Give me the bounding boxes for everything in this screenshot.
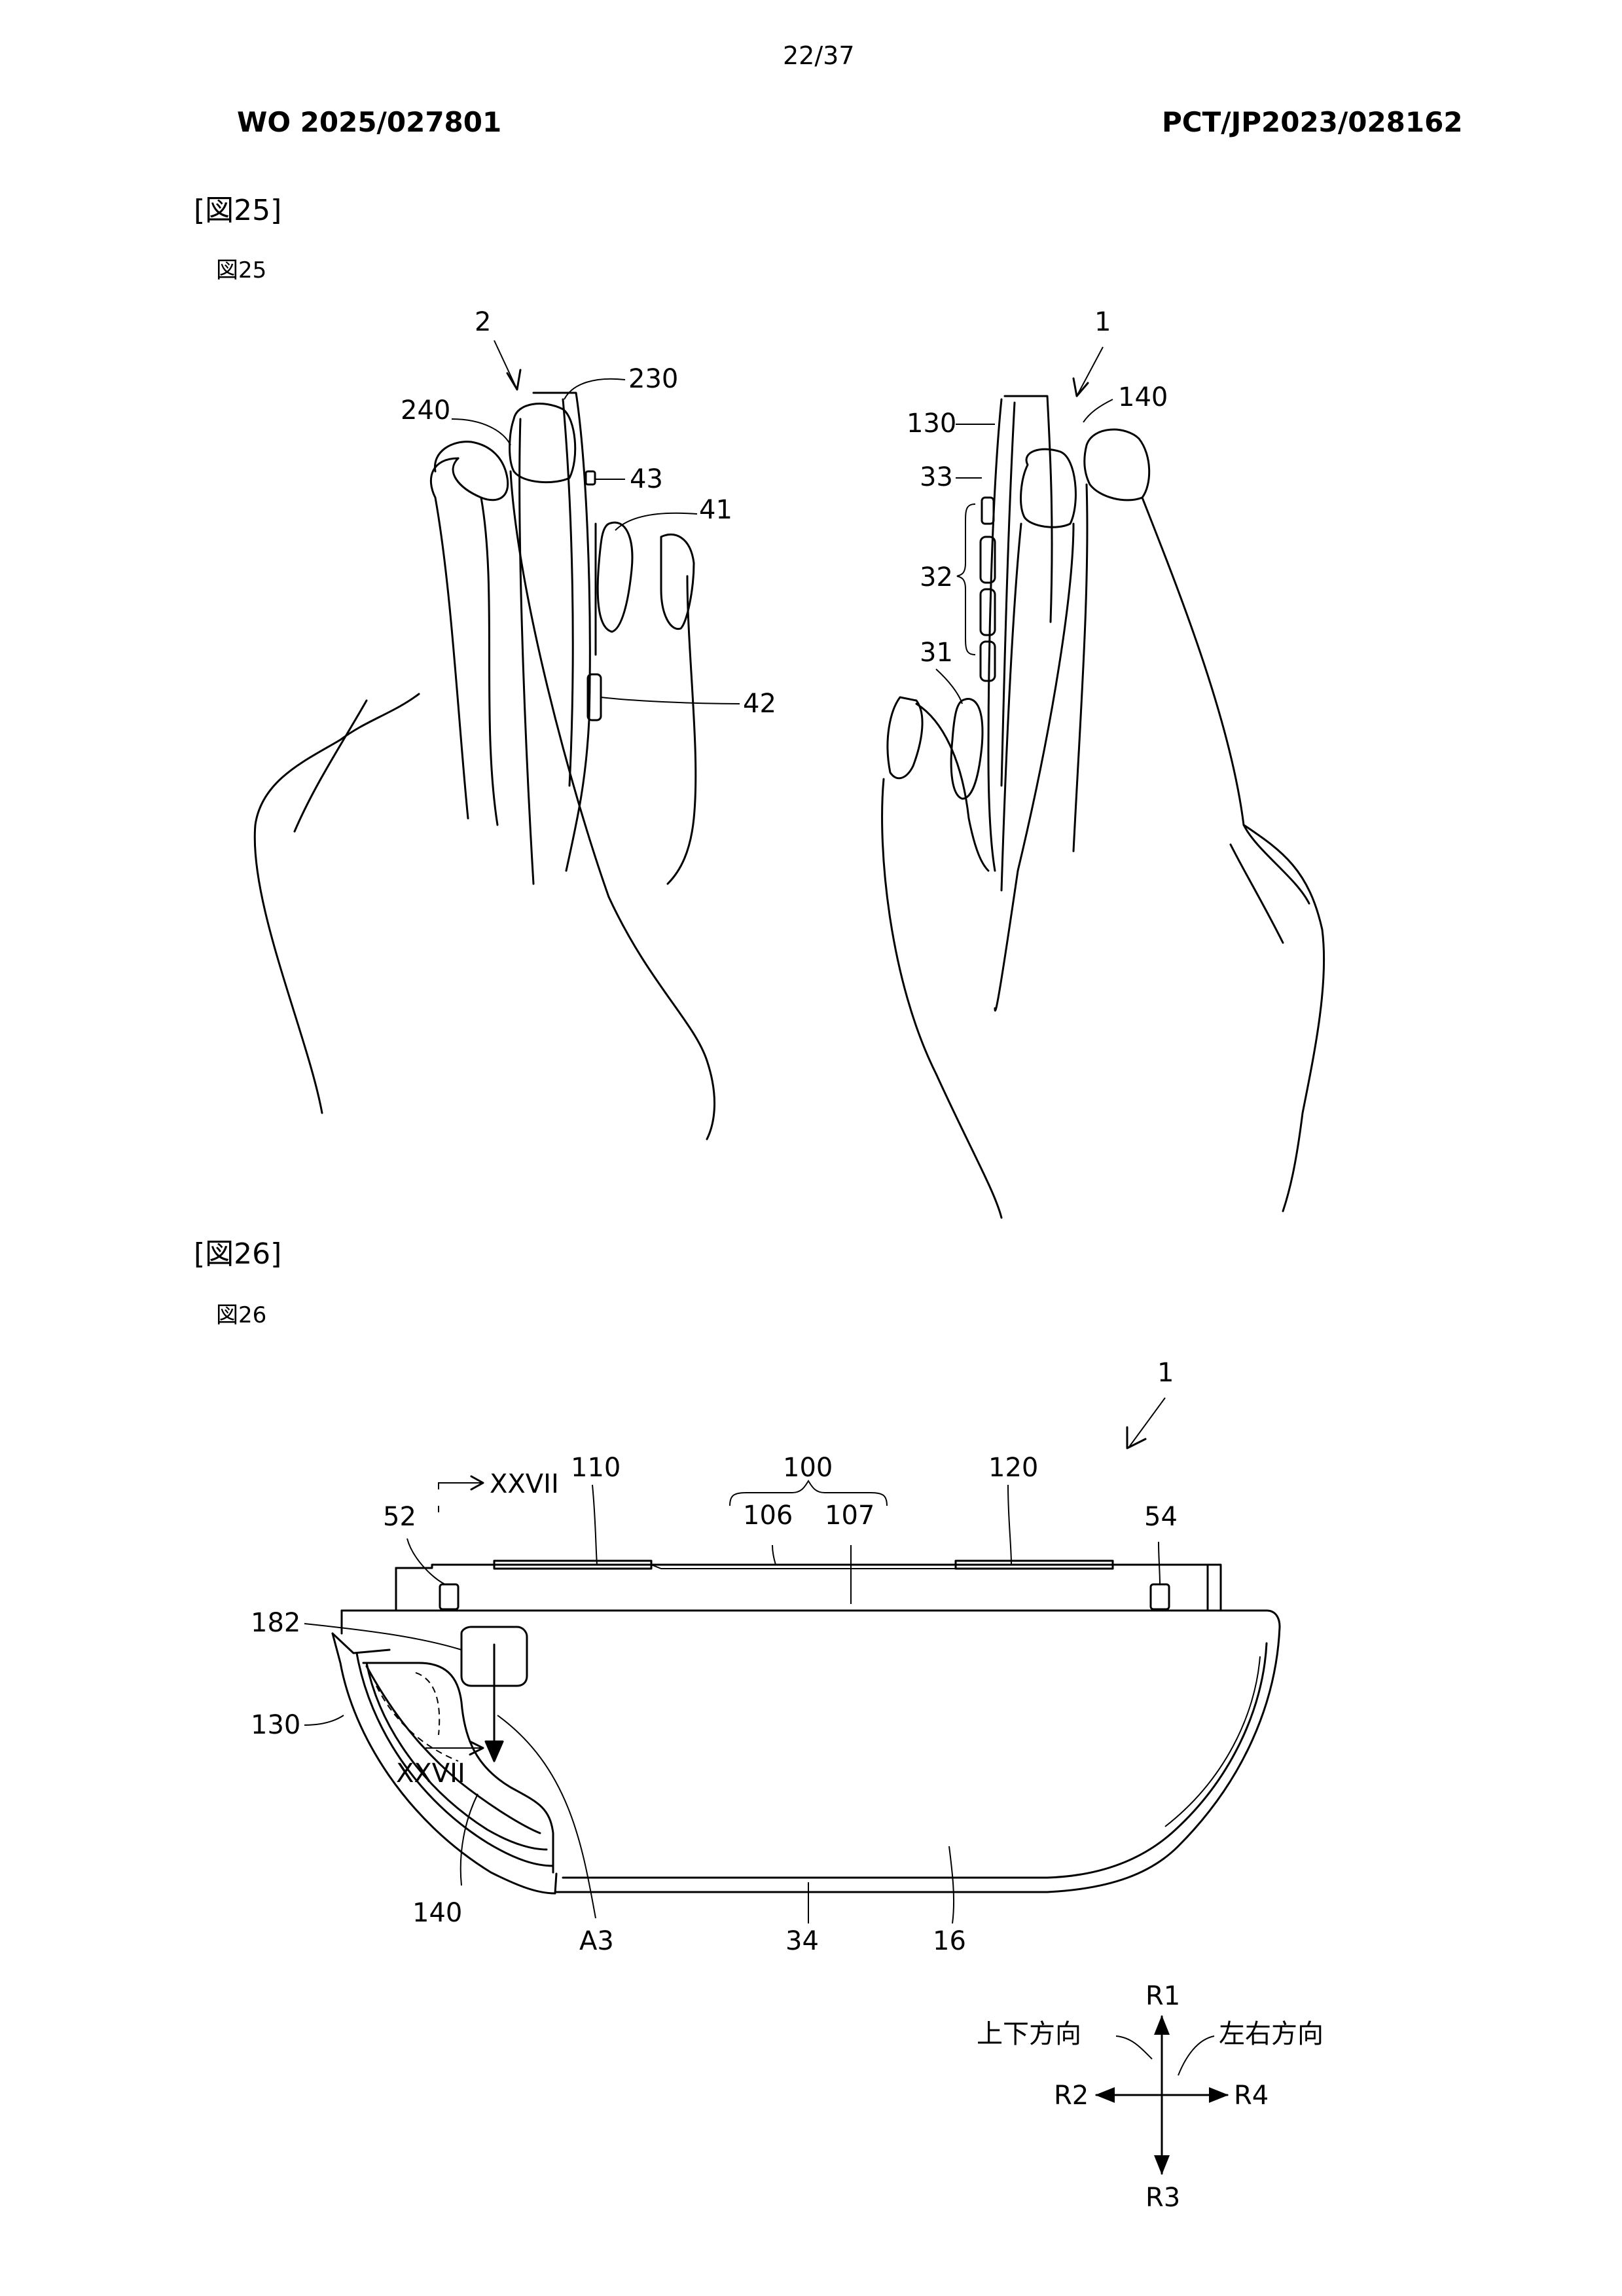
- figure-26-leaders: [304, 1397, 1166, 1924]
- label-fig26-ref-100: 100: [783, 1453, 833, 1483]
- label-fig26-ref-106: 106: [743, 1501, 793, 1531]
- legend-r4: R4: [1234, 2081, 1269, 2111]
- arrow-up-icon: [1154, 2015, 1170, 2035]
- label-fig26-ref-16: 16: [933, 1926, 966, 1956]
- label-fig25-ref-230: 230: [628, 364, 678, 394]
- label-fig26-ref-54: 54: [1144, 1502, 1178, 1532]
- label-fig26-ref-A3: A3: [579, 1926, 614, 1956]
- label-fig25-ref-32: 32: [920, 562, 953, 592]
- label-fig26-section-top: XXVII: [490, 1469, 559, 1499]
- label-fig26-ref-52: 52: [383, 1502, 416, 1532]
- label-fig25-ref-240: 240: [401, 395, 450, 426]
- label-fig26-ref-110: 110: [571, 1453, 621, 1483]
- legend-r3: R3: [1145, 2183, 1180, 2213]
- direction-legend: [1095, 2015, 1229, 2175]
- figure-26-controller-drawing: [331, 1475, 1281, 1895]
- arrow-left-icon: [1095, 2087, 1115, 2103]
- label-fig25-ref-33: 33: [920, 462, 953, 492]
- label-fig26-ref-34: 34: [785, 1926, 819, 1956]
- legend-horizontal-direction: 左右方向: [1219, 2019, 1324, 2049]
- label-fig25-ref-140: 140: [1118, 382, 1168, 412]
- label-fig25-ref-42: 42: [743, 689, 776, 719]
- legend-r2: R2: [1054, 2081, 1089, 2111]
- label-fig26-ref-1: 1: [1157, 1358, 1174, 1388]
- arrow-down-icon: [1154, 2155, 1170, 2175]
- label-fig25-ref-1: 1: [1094, 307, 1111, 337]
- application-number: PCT/JP2023/028162: [1162, 106, 1463, 138]
- figure-26-caption: 図26: [216, 1302, 267, 1328]
- page-number: 22/37: [783, 41, 855, 70]
- label-fig25-ref-43: 43: [630, 464, 663, 494]
- label-fig26-ref-182: 182: [251, 1608, 300, 1638]
- figure-25-leaders: [451, 340, 1113, 704]
- legend-r1: R1: [1145, 1981, 1180, 2011]
- figure-25-bracket-label: [図25]: [194, 194, 282, 227]
- label-fig25-ref-41: 41: [699, 495, 732, 525]
- label-fig25-ref-130: 130: [907, 409, 956, 439]
- figure-25-caption: 図25: [216, 257, 267, 283]
- label-fig26-section-bottom: XXVII: [396, 1758, 465, 1789]
- label-fig26-ref-120: 120: [988, 1453, 1038, 1483]
- label-fig25-ref-31: 31: [920, 638, 953, 668]
- label-fig25-ref-2: 2: [475, 307, 491, 337]
- label-fig26-ref-107: 107: [825, 1501, 874, 1531]
- figure-26-bracket-label: [図26]: [194, 1237, 282, 1271]
- figure-25-left-hand-drawing: [253, 392, 716, 1140]
- figure-25-right-hand-drawing: [881, 395, 1325, 1219]
- publication-number: WO 2025/027801: [237, 106, 502, 138]
- label-fig26-ref-130: 130: [251, 1710, 300, 1740]
- arrow-right-icon: [1209, 2087, 1229, 2103]
- label-fig26-ref-140: 140: [412, 1898, 462, 1928]
- legend-vertical-direction: 上下方向: [977, 2019, 1081, 2049]
